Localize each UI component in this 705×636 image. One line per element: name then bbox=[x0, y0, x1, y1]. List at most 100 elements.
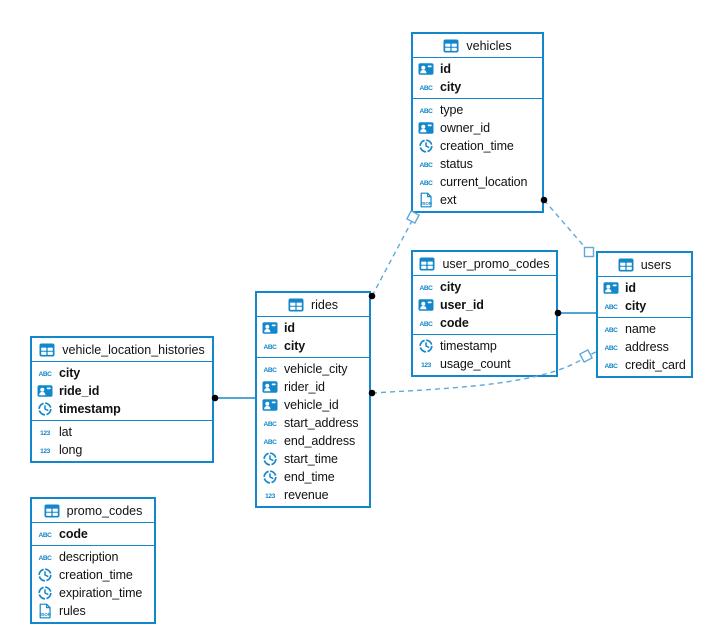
id-type-icon bbox=[262, 397, 280, 413]
column-name: start_address bbox=[284, 416, 359, 430]
text-type-icon: ABC bbox=[262, 338, 280, 354]
text-type-icon: ABC bbox=[37, 549, 55, 565]
svg-text:ABC: ABC bbox=[419, 180, 433, 187]
text-type-icon: ABC bbox=[418, 156, 436, 172]
table-header[interactable]: vehicle_location_histories bbox=[32, 338, 212, 362]
column-name: id bbox=[440, 62, 451, 76]
column-row-creation_time[interactable]: creation_time bbox=[32, 566, 154, 584]
column-row-timestamp[interactable]: timestamp bbox=[32, 400, 212, 418]
column-name: type bbox=[440, 103, 464, 117]
column-row-type[interactable]: ABC type bbox=[413, 101, 542, 119]
column-row-user_id[interactable]: user_id bbox=[413, 296, 556, 314]
column-name: code bbox=[59, 527, 88, 541]
text-type-icon: ABC bbox=[603, 357, 621, 373]
svg-text:ABC: ABC bbox=[419, 162, 433, 169]
timestamp-type-icon bbox=[37, 585, 55, 601]
column-name: vehicle_id bbox=[284, 398, 339, 412]
relation-rides-to-vehicles[interactable] bbox=[371, 218, 414, 297]
svg-text:123: 123 bbox=[265, 493, 276, 500]
column-row-code[interactable]: ABC code bbox=[32, 525, 154, 543]
text-type-icon: ABC bbox=[603, 339, 621, 355]
column-row-id[interactable]: id bbox=[598, 279, 691, 297]
column-name: id bbox=[625, 281, 636, 295]
relation-vehicles-to-users[interactable] bbox=[543, 199, 590, 253]
table-header[interactable]: user_promo_codes bbox=[413, 252, 556, 276]
table-header[interactable]: users bbox=[598, 253, 691, 277]
table-header[interactable]: promo_codes bbox=[32, 499, 154, 523]
column-row-creation_time[interactable]: creation_time bbox=[413, 137, 542, 155]
column-name: creation_time bbox=[440, 139, 514, 153]
column-row-vehicle_id[interactable]: vehicle_id bbox=[257, 396, 369, 414]
column-name: owner_id bbox=[440, 121, 490, 135]
table-icon bbox=[618, 257, 636, 273]
column-row-id[interactable]: id bbox=[413, 60, 542, 78]
column-name: name bbox=[625, 322, 656, 336]
text-type-icon: ABC bbox=[418, 279, 436, 295]
text-type-icon: ABC bbox=[37, 526, 55, 542]
column-name: id bbox=[284, 321, 295, 335]
column-row-owner_id[interactable]: owner_id bbox=[413, 119, 542, 137]
relation-rides-to-users[interactable] bbox=[371, 351, 597, 394]
table-header[interactable]: vehicles bbox=[413, 34, 542, 58]
id-type-icon bbox=[418, 61, 436, 77]
svg-text:ABC: ABC bbox=[38, 532, 52, 539]
column-row-id[interactable]: id bbox=[257, 319, 369, 337]
column-name: usage_count bbox=[440, 357, 511, 371]
column-row-start_time[interactable]: start_time bbox=[257, 450, 369, 468]
column-name: ride_id bbox=[59, 384, 100, 398]
table-header[interactable]: rides bbox=[257, 293, 369, 317]
svg-text:JSON: JSON bbox=[420, 201, 432, 206]
table-title: vehicles bbox=[466, 38, 512, 53]
table-title: users bbox=[640, 257, 672, 272]
table-title: user_promo_codes bbox=[442, 256, 550, 271]
column-name: end_time bbox=[284, 470, 335, 484]
column-name: creation_time bbox=[59, 568, 133, 582]
table-icon bbox=[419, 256, 437, 272]
column-row-current_location[interactable]: ABC current_location bbox=[413, 173, 542, 191]
column-row-ride_id[interactable]: ride_id bbox=[32, 382, 212, 400]
column-name: current_location bbox=[440, 175, 528, 189]
column-row-rider_id[interactable]: rider_id bbox=[257, 378, 369, 396]
column-row-end_time[interactable]: end_time bbox=[257, 468, 369, 486]
svg-text:ABC: ABC bbox=[604, 345, 618, 352]
text-type-icon: ABC bbox=[603, 298, 621, 314]
column-name: user_id bbox=[440, 298, 484, 312]
svg-text:123: 123 bbox=[40, 448, 51, 455]
column-row-name[interactable]: ABC name bbox=[598, 320, 691, 338]
column-row-timestamp[interactable]: timestamp bbox=[413, 337, 556, 355]
column-row-expiration_time[interactable]: expiration_time bbox=[32, 584, 154, 602]
timestamp-type-icon bbox=[262, 469, 280, 485]
column-name: lat bbox=[59, 425, 72, 439]
svg-text:ABC: ABC bbox=[604, 327, 618, 334]
text-type-icon: ABC bbox=[418, 102, 436, 118]
